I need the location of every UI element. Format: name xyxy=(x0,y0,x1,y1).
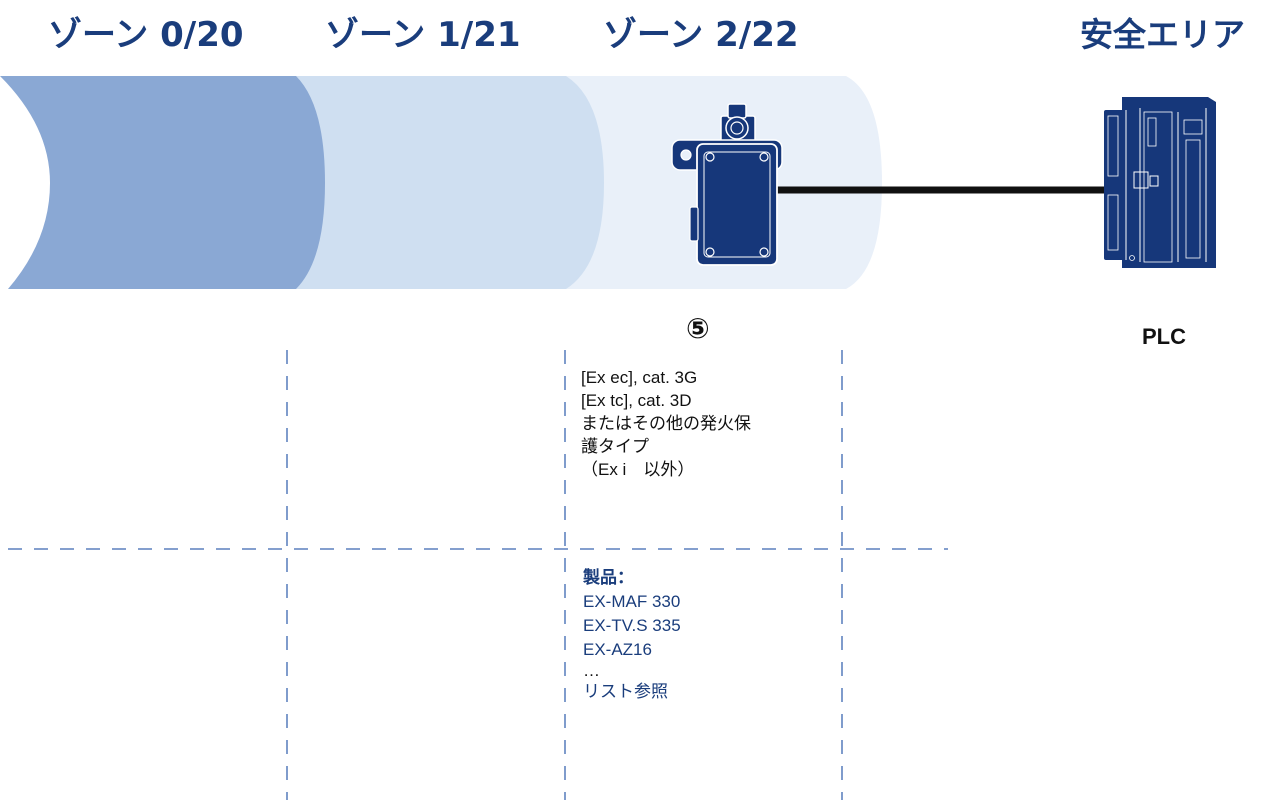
protection-line: 護タイプ xyxy=(581,437,649,456)
zone-0-title: ゾーン 0/20 xyxy=(48,15,244,55)
zone-0-band xyxy=(0,76,325,289)
see-list-link[interactable]: リスト参照 xyxy=(583,682,668,701)
product-item: EX-AZ16 xyxy=(583,640,652,659)
protection-types: [Ex ec], cat. 3G [Ex tc], cat. 3D またはその他… xyxy=(581,366,837,481)
product-list: 製品： EX-MAF 330 EX-TV.S 335 EX-AZ16 … リスト… xyxy=(583,566,833,704)
zone-1-title: ゾーン 1/21 xyxy=(325,15,521,55)
product-item: EX-MAF 330 xyxy=(583,592,681,611)
protection-line: [Ex ec], cat. 3G xyxy=(581,368,698,387)
dashed-dividers xyxy=(8,350,948,800)
plc-label: PLC xyxy=(1142,324,1186,349)
protection-line: [Ex tc], cat. 3D xyxy=(581,391,692,410)
safe-area-title: 安全エリア xyxy=(1080,15,1245,54)
protection-line: またはその他の発火保 xyxy=(581,414,751,433)
position-switch-icon xyxy=(671,103,783,266)
device-marker: ⑤ xyxy=(686,312,710,345)
products-heading: 製品： xyxy=(583,568,634,587)
products-ellipsis: … xyxy=(583,661,600,680)
zone-1-band xyxy=(260,76,604,289)
plc-icon xyxy=(1104,97,1216,268)
protection-line: （Ex i 以外） xyxy=(581,460,695,479)
zone-2-title: ゾーン 2/22 xyxy=(603,15,799,55)
product-item: EX-TV.S 335 xyxy=(583,616,681,635)
